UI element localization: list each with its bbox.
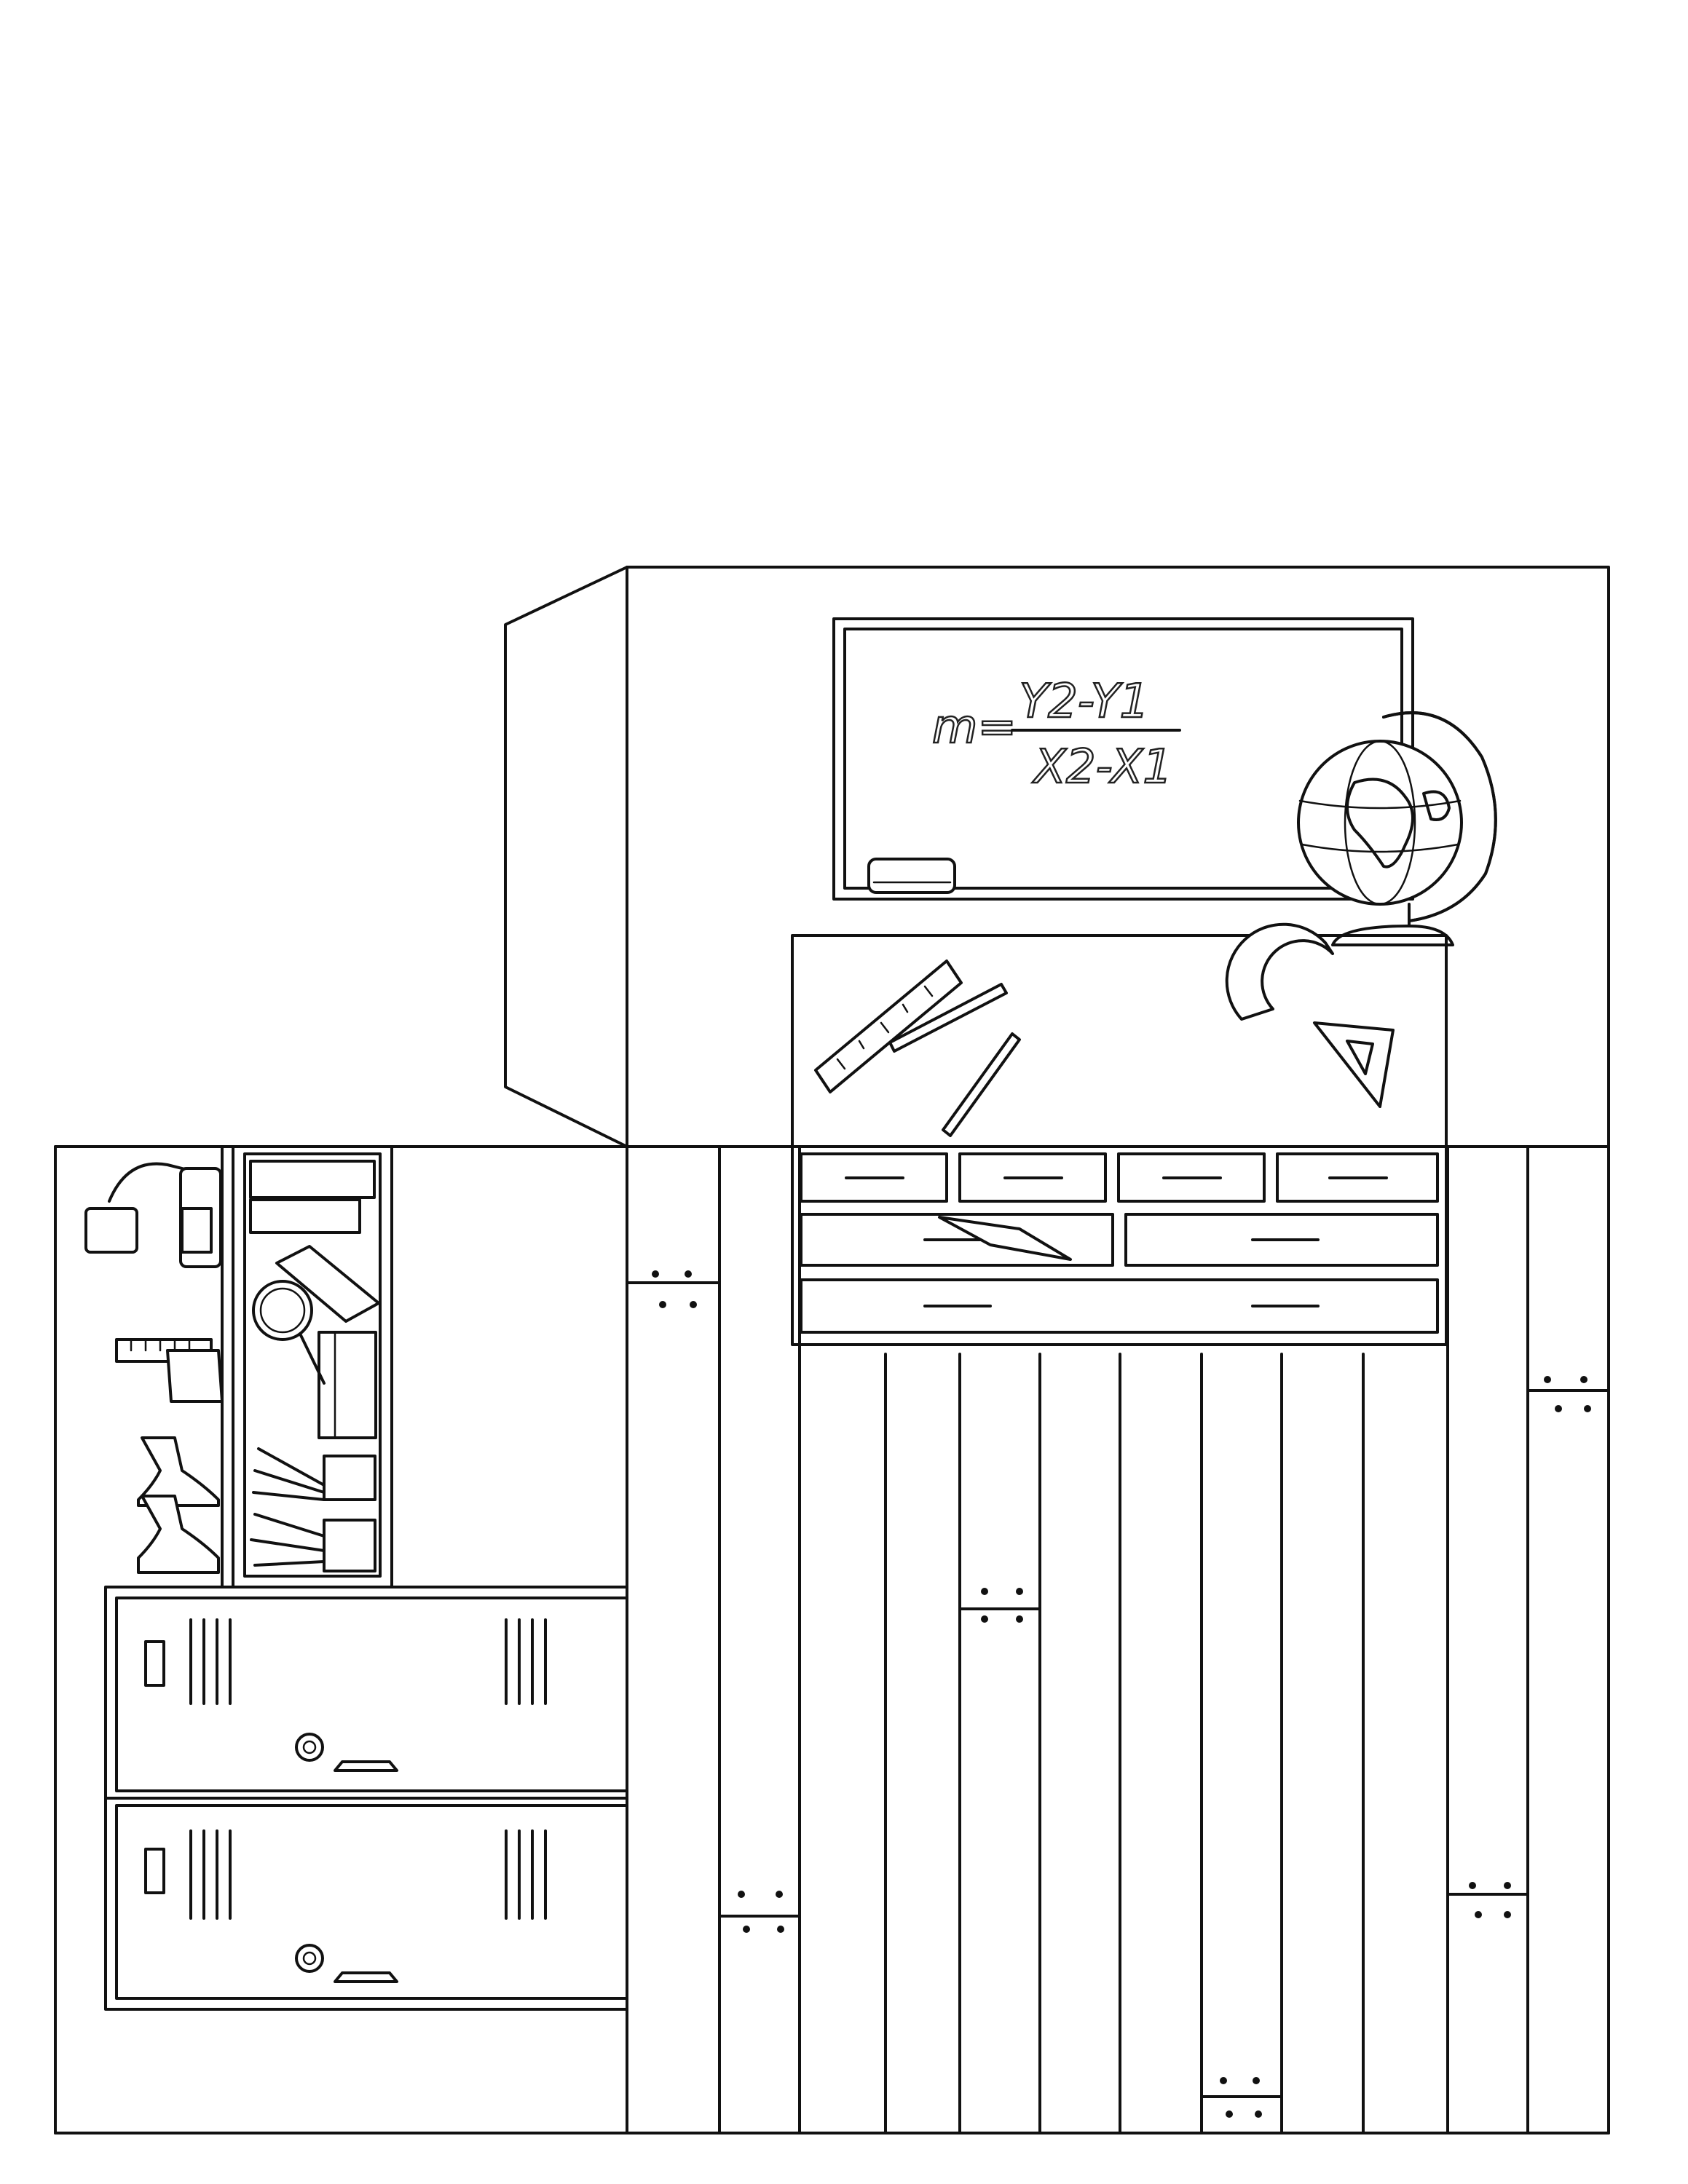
eraser-icon (867, 858, 956, 894)
lockers (104, 1586, 628, 2011)
set-square-icon (1313, 1021, 1395, 1108)
books-icon (275, 1245, 380, 1323)
locker-bottom (144, 1829, 547, 1983)
plank-nails (652, 1270, 1591, 2118)
books-icon (249, 1160, 376, 1199)
paint-brushes-icon (250, 1447, 376, 1572)
chalkboard: m= Y2-Y1 X2-X1 (832, 617, 1414, 901)
drawer (800, 1278, 1439, 1334)
combination-lock-icon (295, 1944, 324, 1973)
desk-drawers (800, 1152, 1439, 1334)
locker-handle (144, 1640, 165, 1687)
bookshelf (221, 1145, 393, 1588)
formula-numerator: Y2-Y1 (1019, 675, 1149, 729)
microscope-icon (84, 1162, 222, 1268)
locker-handle (144, 1848, 165, 1894)
formula-lhs: m= (932, 700, 1017, 754)
locker-top (144, 1618, 547, 1772)
combination-lock-icon (295, 1733, 324, 1762)
protractor-icon (1225, 922, 1334, 1021)
formula-denominator: X2-X1 (1032, 740, 1172, 794)
flask-icon (137, 1436, 220, 1574)
globe-icon (1297, 711, 1497, 946)
pencil-icon (888, 983, 1021, 1137)
teacher-desk (791, 922, 1448, 1346)
magnifying-glass-icon (252, 1280, 313, 1341)
drawer (1117, 1152, 1266, 1203)
floor-planks (626, 1145, 1610, 2134)
beaker-icon (166, 1349, 224, 1403)
ruler-icon (814, 960, 963, 1093)
